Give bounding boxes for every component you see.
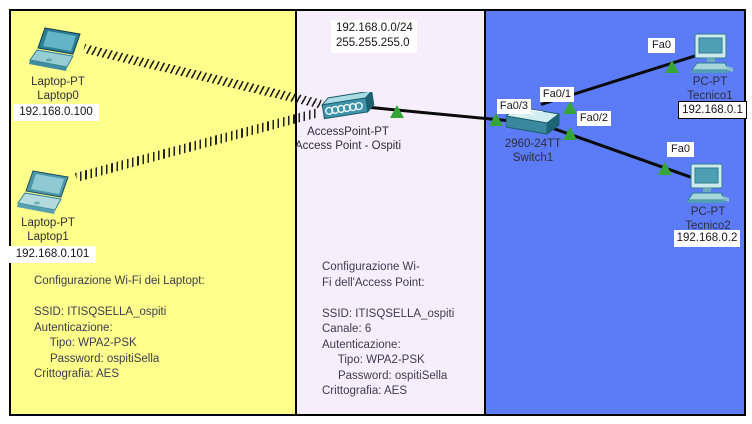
tecnico2-model-label: PC-PT <box>690 206 726 218</box>
note-line <box>34 290 205 306</box>
note-line: Configurazione Wi- <box>322 261 420 273</box>
link-status-switch-fa02-icon <box>563 127 577 140</box>
tecnico2-label: PC-PT Tecnico2 <box>668 205 748 233</box>
laptop0-name-label: Laptop0 <box>37 90 79 102</box>
technicians-zone <box>486 9 746 416</box>
note-line: Crittografia: AES <box>34 368 120 380</box>
laptop1-device-icon[interactable] <box>16 170 76 223</box>
note-line: SSID: ITISQSELLA_ospiti <box>34 306 167 318</box>
port-label-fa0-3: Fa0/3 <box>497 99 531 114</box>
laptops-wifi-config-note: Configurazione Wi-Fi dei Laptopt: SSID: … <box>34 274 205 383</box>
note-line: Canale: 6 <box>322 323 372 335</box>
ap-wifi-config-note: Configurazione Wi- Fi dell'Access Point:… <box>322 260 454 400</box>
access-point-name-label: Access Point - Ospiti <box>294 140 402 152</box>
note-line: Configurazione Wi-Fi dei Laptopt: <box>34 275 205 287</box>
laptop0-model-label: Laptop-PT <box>31 76 85 88</box>
laptop1-name-label: Laptop1 <box>27 231 69 243</box>
link-status-switch-fa03-icon <box>489 113 503 126</box>
subnet-address: 192.168.0.0/24 <box>336 22 413 34</box>
link-status-tecnico1-icon <box>665 60 679 73</box>
laptop1-model-label: Laptop-PT <box>21 217 75 229</box>
note-line: Autenticazione: <box>34 321 113 334</box>
note-line: Password: ospitiSella <box>322 369 448 382</box>
link-status-tecnico2-icon <box>658 162 672 175</box>
tecnico1-device-icon[interactable] <box>688 33 734 82</box>
note-line: Crittografia: AES <box>322 385 408 397</box>
note-line: Tipo: WPA2-PSK <box>34 337 137 349</box>
switch-name-label: Switch1 <box>512 152 554 164</box>
link-status-ap-icon <box>390 105 404 118</box>
tecnico1-model-label: PC-PT <box>692 76 728 88</box>
port-label-fa0-1: Fa0/1 <box>540 87 574 102</box>
note-line: SSID: ITISQSELLA_ospiti <box>322 307 455 320</box>
tecnico2-ip-label: 192.168.0.2 <box>674 230 740 247</box>
port-label-fa0-2: Fa0/2 <box>577 111 611 126</box>
tecnico1-name-label: Tecnico1 <box>687 90 733 102</box>
laptop0-label: Laptop-PT Laptop0 <box>17 75 99 103</box>
laptop0-device-icon[interactable] <box>28 27 88 80</box>
tecnico1-label: PC-PT Tecnico1 <box>670 75 750 103</box>
note-line: Autenticazione: <box>322 338 401 351</box>
note-line: Tipo: WPA2-PSK <box>322 354 425 366</box>
laptop1-label: Laptop-PT Laptop1 <box>7 216 89 244</box>
access-point-device-icon[interactable] <box>318 89 376 131</box>
subnet-label: 192.168.0.0/24 255.255.255.0 <box>331 20 417 53</box>
tecnico1-ip-label: 192.168.0.1 <box>678 101 747 119</box>
subnet-mask: 255.255.255.0 <box>336 37 410 49</box>
access-point-label: AccessPoint-PT Access Point - Ospiti <box>290 125 406 153</box>
note-line: Fi dell'Access Point: <box>322 276 425 289</box>
port-label-pc1-fa0: Fa0 <box>648 38 675 53</box>
note-line: Password: ospitiSella <box>34 352 160 365</box>
switch-model-label: 2960-24TT <box>504 138 562 150</box>
port-label-pc2-fa0: Fa0 <box>667 142 694 157</box>
switch-label: 2960-24TT Switch1 <box>492 137 574 165</box>
link-status-switch-fa01-icon <box>563 101 577 114</box>
tecnico2-name-label: Tecnico2 <box>685 220 731 232</box>
note-line <box>322 291 454 307</box>
laptop0-ip-label: 192.168.0.100 <box>13 104 99 121</box>
guest-wifi-zone <box>9 9 297 416</box>
access-point-model-label: AccessPoint-PT <box>307 126 389 138</box>
access-point-zone <box>297 9 486 416</box>
laptop1-ip-label: 192.168.0.101 <box>9 246 96 263</box>
tecnico2-device-icon[interactable] <box>684 163 730 212</box>
